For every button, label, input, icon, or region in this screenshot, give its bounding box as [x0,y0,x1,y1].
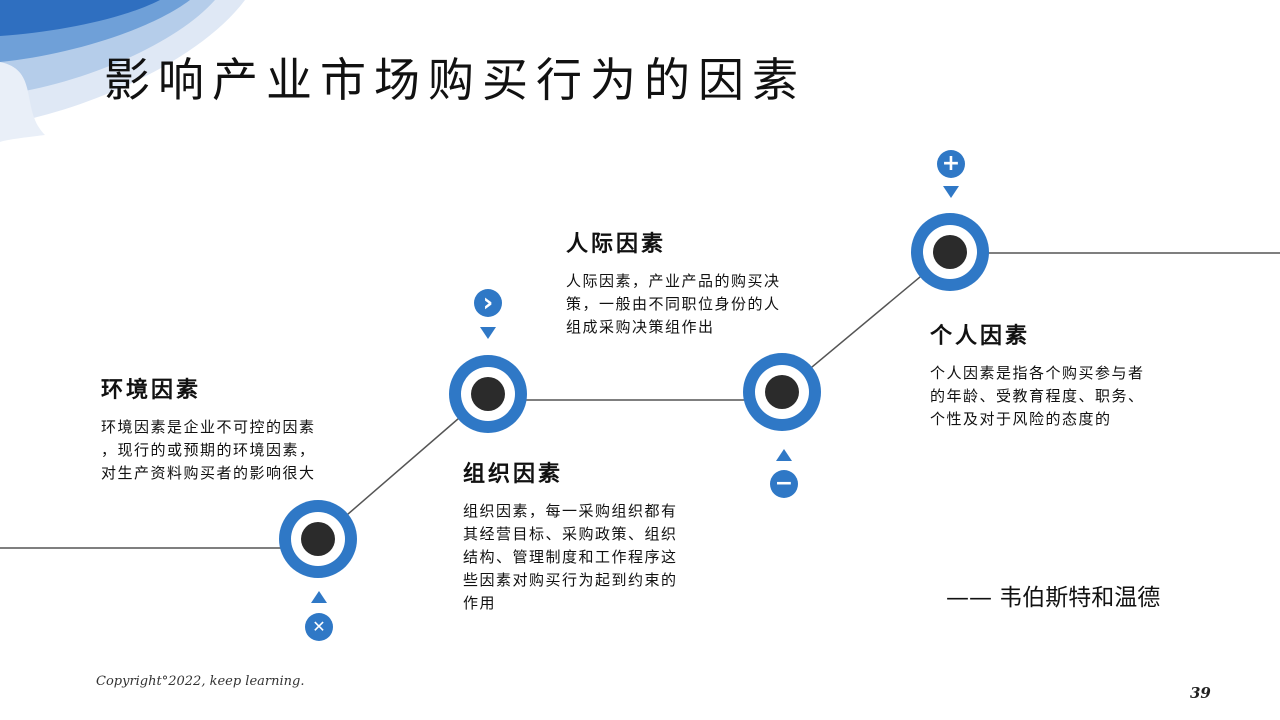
triangle-down-marker [943,186,959,198]
factor-text: 人际因素，产业产品的购买决 策，一般由不同职位身份的人 组成采购决策组作出 [566,272,781,336]
factor-title: 人际因素 [566,231,667,257]
factor-text: 环境因素是企业不可控的因素 ，现行的或预期的环境因素， 对生产资料购买者的影响很… [101,418,316,482]
factor-block-environment: 环境因素 环境因素是企业不可控的因素 ，现行的或预期的环境因素， 对生产资料购买… [101,372,361,485]
timeline-node-interpersonal [743,353,821,431]
timeline-node-personal [911,213,989,291]
factor-title: 个人因素 [930,323,1031,349]
factor-block-interpersonal: 人际因素 人际因素，产业产品的购买决 策，一般由不同职位身份的人 组成采购决策组… [566,226,826,339]
corner-decoration [0,0,245,142]
factor-text: 组织因素，每一采购组织都有 其经营目标、采购政策、组织 结构、管理制度和工作程序… [463,502,678,612]
slide-title: 影响产业市场购买行为的因素 [104,53,806,107]
factor-block-personal: 个人因素 个人因素是指各个购买参与者 的年龄、受教育程度、职务、 个性及对于风险… [930,318,1190,431]
triangle-up-marker [776,449,792,461]
page-number: 39 [1190,684,1211,702]
factor-text: 个人因素是指各个购买参与者 的年龄、受教育程度、职务、 个性及对于风险的态度的 [930,364,1145,428]
factor-block-organization: 组织因素 组织因素，每一采购组织都有 其经营目标、采购政策、组织 结构、管理制度… [463,456,723,615]
minus-icon: − [770,470,798,498]
quote-attribution: —— 韦伯斯特和温德 [946,585,1161,611]
timeline-node-organization [449,355,527,433]
plus-icon: + [937,150,965,178]
timeline-node-environment [279,500,357,578]
copyright-text: Copyright°2022, keep learning. [96,674,305,689]
factor-title: 环境因素 [101,377,202,403]
triangle-up-marker [311,591,327,603]
triangle-down-marker [480,327,496,339]
close-icon: ✕ [305,613,333,641]
factor-title: 组织因素 [463,461,564,487]
chevron-right-icon: › [474,289,502,317]
